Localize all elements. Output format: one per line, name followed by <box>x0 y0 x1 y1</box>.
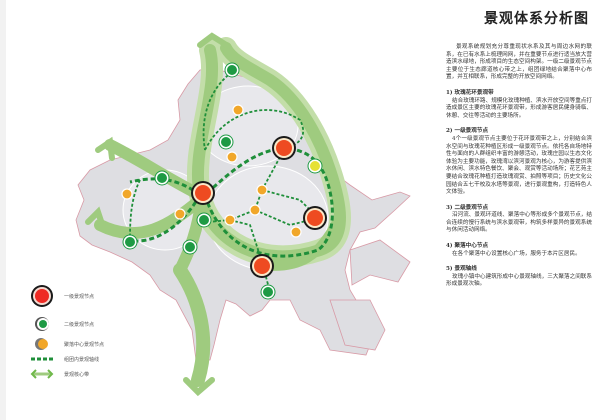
settlement-node-icon <box>35 338 48 350</box>
section-body: 沿河流、景观环道线、聚落中心等形成多个景观节点，结合连续的慢行系统与滨水景观带，… <box>446 212 592 234</box>
section-title: 5) 景观轴线 <box>446 266 477 273</box>
section-title: 4) 聚落中心节点 <box>446 243 489 250</box>
section-title: 3) 二级景观节点 <box>446 204 489 211</box>
intro-paragraph: 景观系统规划充分尊重现状水系及其与周边水网的联系，在已有水系上梳理网网，并在重要… <box>446 44 592 81</box>
double-arrow-icon <box>30 369 54 379</box>
section-title: 2) 一级景观节点 <box>446 128 489 135</box>
legend-label: 组团内景观轴线 <box>64 356 100 363</box>
legend-label: 二级景观节点 <box>64 321 95 328</box>
legend-label: 聚落中心景观节点 <box>64 341 105 348</box>
dashed-axis-icon <box>31 357 53 361</box>
legend-item-axis-line: 组团内景观轴线 <box>30 354 99 364</box>
page-edge <box>0 0 6 420</box>
settlement-nodes <box>121 104 302 238</box>
primary-nodes <box>191 136 327 278</box>
legend-item-settlement-node: 聚落中心景观节点 <box>30 336 104 352</box>
diagram-title: 景观体系分析图 <box>484 11 589 27</box>
landscape-map <box>75 32 411 397</box>
special-node <box>307 158 323 174</box>
section-body: 结合玫瑰环路、规模化玫瑰种植、滨水开放空间等重点打造成景区主要的玫瑰花环景观带，… <box>446 97 592 119</box>
section-body: 在各个聚落中心设置核心广场，服务于本片区居民。 <box>452 250 581 257</box>
legend-item-core-belt: 景观核心带 <box>30 368 89 380</box>
section-body: 玫瑰小镇中心建筑形成中心景观轴线，三大聚落之间联系形成景观次轴。 <box>446 273 592 288</box>
primary-node-icon <box>31 285 53 307</box>
legend-label: 一级景观节点 <box>64 293 95 300</box>
section-title: 1) 玫瑰花环景观带 <box>446 89 494 96</box>
secondary-nodes <box>122 62 276 300</box>
legend-item-secondary-node: 二级景观节点 <box>30 316 94 332</box>
section-body: 4个一级景观节点主要位于花环景观带之上，分别结合滨水空间与玫瑰花种植区形成一级景… <box>446 135 592 196</box>
belt-arrows <box>85 32 231 397</box>
secondary-node-icon <box>35 317 49 331</box>
legend-item-primary-node: 一级景观节点 <box>30 284 94 308</box>
description-panel: 景观系统规划充分尊重现状水系及其与周边水网的联系，在已有水系上梳理网网，并在重要… <box>446 44 592 297</box>
legend-label: 景观核心带 <box>64 371 90 378</box>
